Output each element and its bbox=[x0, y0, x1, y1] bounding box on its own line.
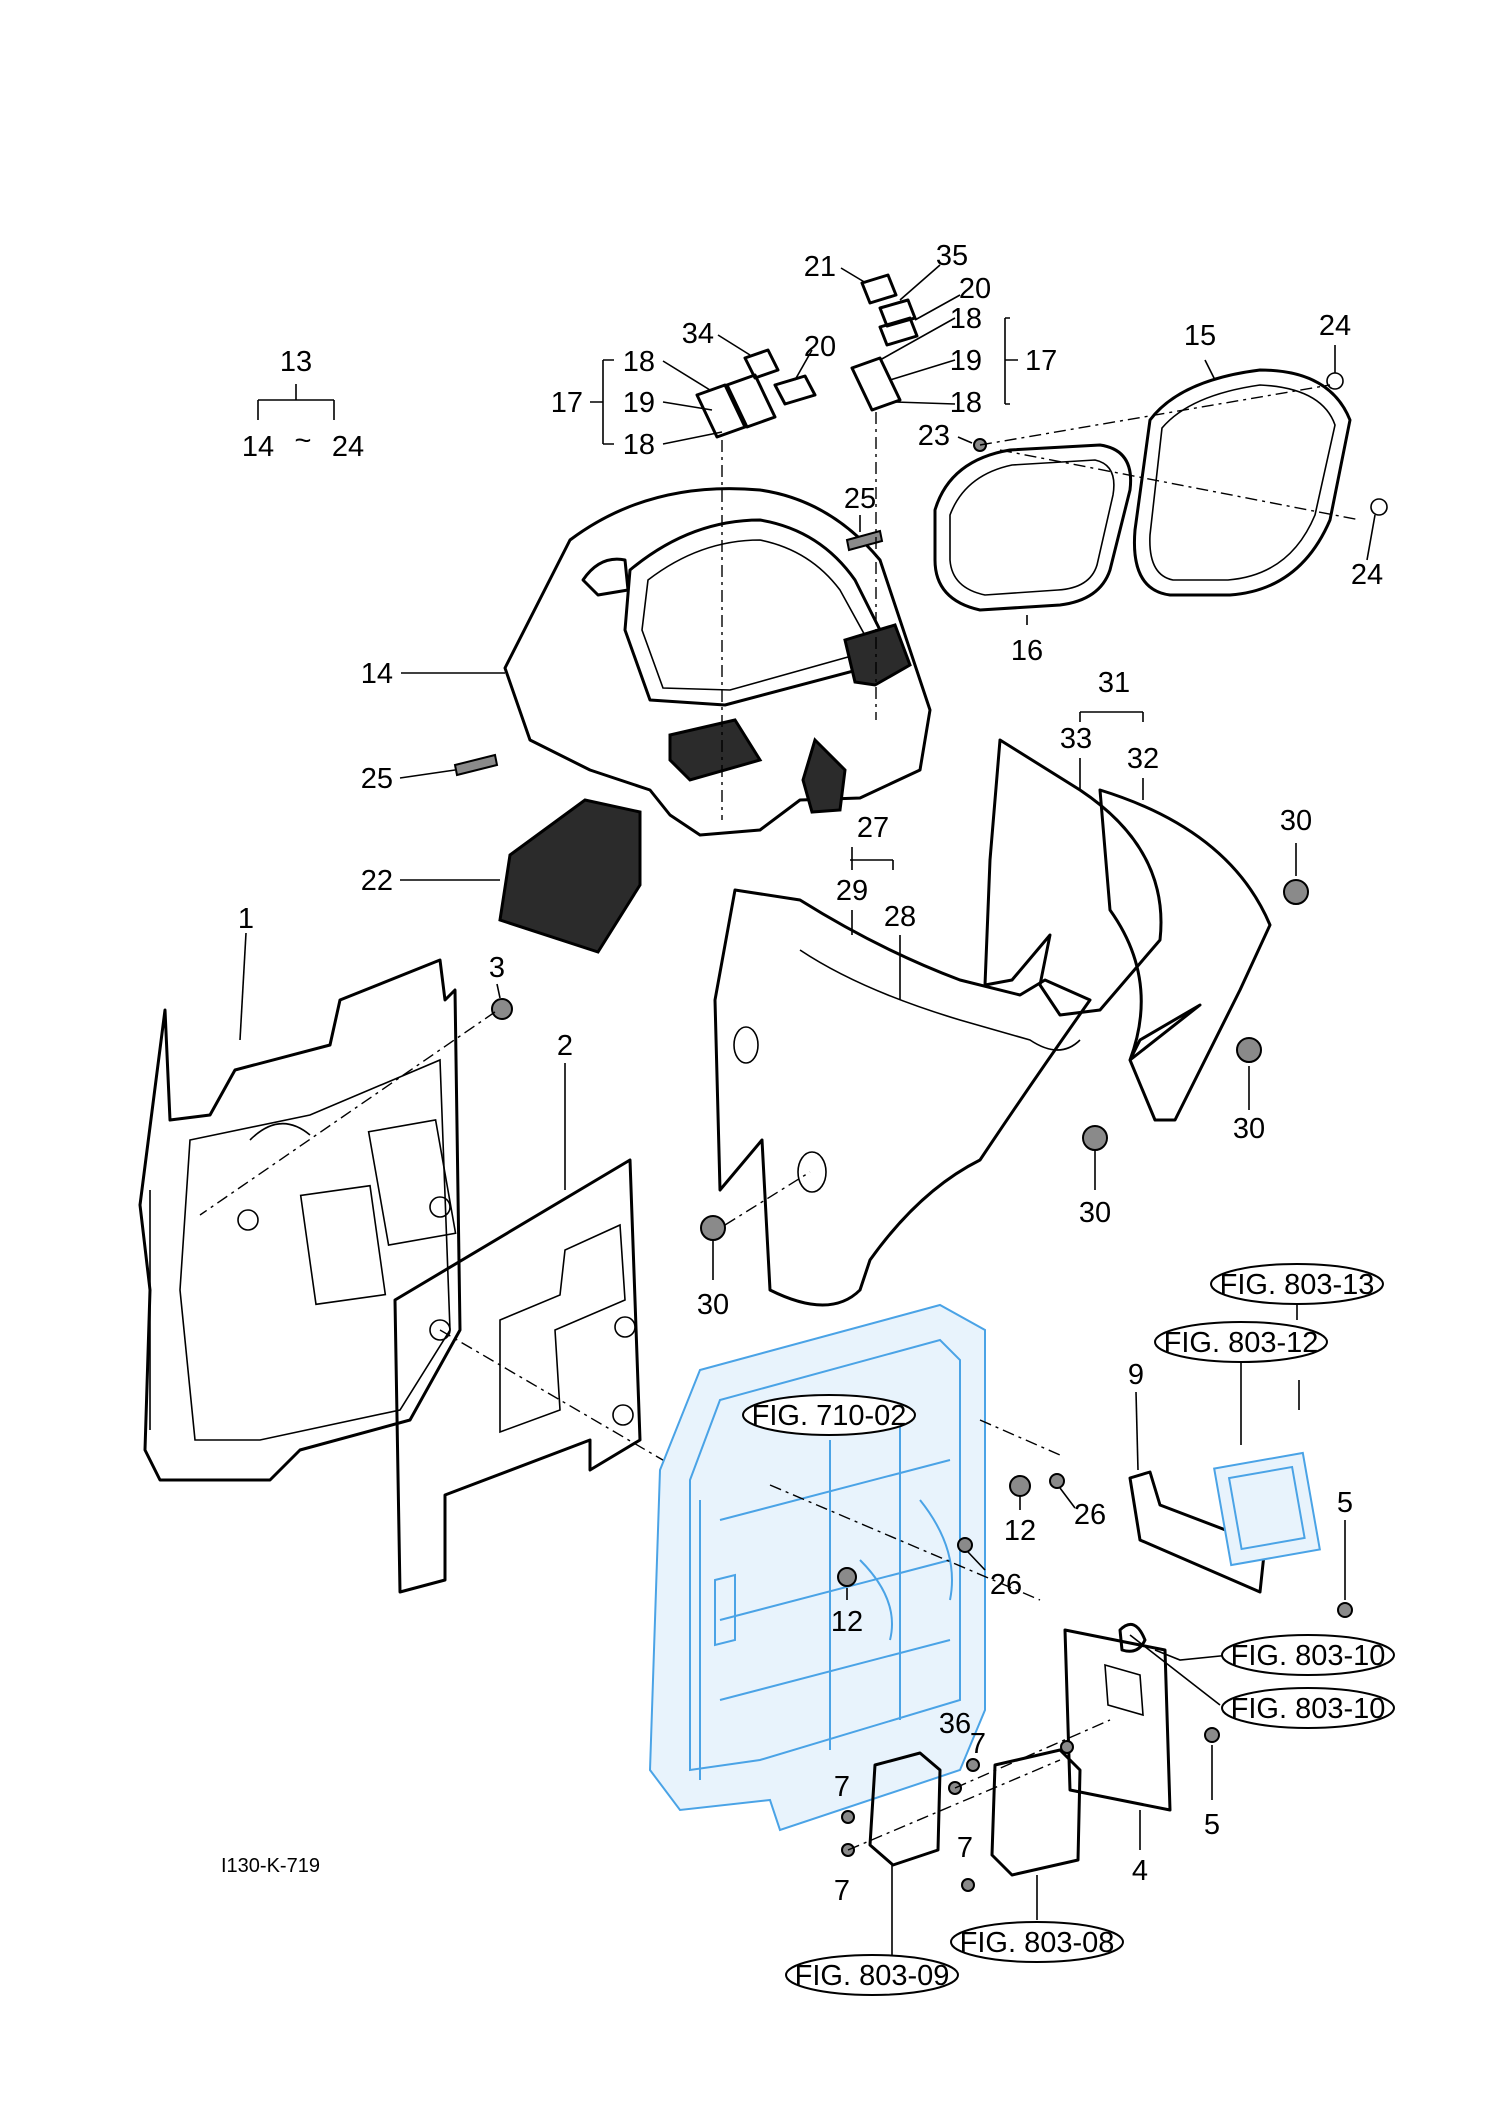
callout-20-left: 20 bbox=[804, 331, 836, 363]
callout-17-right: 17 bbox=[1025, 345, 1057, 377]
callout-7-c: 7 bbox=[970, 1728, 986, 1760]
callout-34: 34 bbox=[682, 318, 714, 350]
fig-ref-803-10-lower-label: FIG. 803-10 bbox=[1231, 1693, 1386, 1725]
callout-19-right: 19 bbox=[950, 345, 982, 377]
callout-14: 14 bbox=[361, 658, 393, 690]
callout-22: 22 bbox=[361, 865, 393, 897]
callout-15: 15 bbox=[1184, 320, 1216, 352]
callout-19-left: 19 bbox=[623, 387, 655, 419]
fig-ref-803-13-label: FIG. 803-13 bbox=[1220, 1269, 1375, 1301]
callout-36: 36 bbox=[939, 1708, 971, 1740]
callout-12-left: 12 bbox=[831, 1606, 863, 1638]
part-27-front-panel: 27 29 28 bbox=[713, 812, 1092, 1307]
fig-ref-803-13[interactable]: FIG. 803-13 bbox=[1210, 1263, 1384, 1305]
callout-7-a: 7 bbox=[834, 1771, 850, 1803]
callout-5-upper: 5 bbox=[1337, 1487, 1353, 1519]
fig-ref-803-10-upper[interactable]: FIG. 803-10 bbox=[1154, 1634, 1395, 1676]
drawing-code: I130-K-719 bbox=[221, 1855, 320, 1877]
part-22-duct: 22 bbox=[361, 798, 642, 954]
callout-9: 9 bbox=[1128, 1359, 1144, 1391]
callout-28: 28 bbox=[884, 901, 916, 933]
switch-cluster-left: 17 18 19 18 34 20 bbox=[551, 318, 836, 820]
fig-ref-803-10-lower[interactable]: FIG. 803-10 bbox=[1129, 1634, 1395, 1729]
fig-ref-803-09-label: FIG. 803-09 bbox=[795, 1960, 950, 1992]
callout-18-right-top: 18 bbox=[950, 303, 982, 335]
part-1-rear-housing: 1 bbox=[138, 903, 462, 1482]
callout-25-lower: 25 bbox=[361, 763, 393, 795]
callout-33: 33 bbox=[1060, 723, 1092, 755]
part-2-gasket: 2 bbox=[393, 1030, 681, 1594]
callout-4: 4 bbox=[1132, 1855, 1148, 1887]
callout-35: 35 bbox=[936, 240, 968, 272]
callout-18-right-bottom: 18 bbox=[950, 387, 982, 419]
callout-5-lower: 5 bbox=[1204, 1809, 1220, 1841]
part-7-screws: 7 7 7 7 36 bbox=[834, 1708, 1111, 1907]
callout-3: 3 bbox=[489, 952, 505, 984]
callout-26-right: 26 bbox=[1074, 1499, 1106, 1531]
part-31-side-panels: 31 33 32 bbox=[983, 667, 1272, 1122]
callout-7-b: 7 bbox=[834, 1875, 850, 1907]
callout-30-c: 30 bbox=[1079, 1197, 1111, 1229]
fig-ref-803-08-label: FIG. 803-08 bbox=[960, 1927, 1115, 1959]
legend-range-end: 24 bbox=[332, 431, 364, 463]
callout-30-d: 30 bbox=[697, 1289, 729, 1321]
callout-30-a: 30 bbox=[1280, 805, 1312, 837]
callout-7-d: 7 bbox=[957, 1832, 973, 1864]
fig-ref-803-09[interactable]: FIG. 803-09 bbox=[785, 1954, 959, 1996]
callout-21: 21 bbox=[804, 251, 836, 283]
callout-1: 1 bbox=[238, 903, 254, 935]
fig-ref-803-12-label: FIG. 803-12 bbox=[1164, 1327, 1319, 1359]
callout-31: 31 bbox=[1098, 667, 1130, 699]
controller-module bbox=[1213, 1304, 1321, 1567]
callout-24-top: 24 bbox=[1319, 310, 1351, 342]
part-16-meter-lens: 16 23 bbox=[918, 420, 1133, 667]
part-15-bezel: 15 24 24 bbox=[979, 310, 1388, 597]
callout-32: 32 bbox=[1127, 743, 1159, 775]
callout-17-left: 17 bbox=[551, 387, 583, 419]
frame-structure bbox=[648, 1303, 986, 1832]
part-25-screws: 25 25 bbox=[361, 483, 884, 795]
fig-ref-803-10-upper-label: FIG. 803-10 bbox=[1231, 1640, 1386, 1672]
part-4-plate: 4 bbox=[1063, 1622, 1172, 1887]
callout-24-bottom: 24 bbox=[1351, 559, 1383, 591]
part-12-26-fasteners: 12 12 26 26 bbox=[769, 1419, 1106, 1638]
fig-ref-803-12[interactable]: FIG. 803-12 bbox=[1154, 1321, 1328, 1363]
fig-ref-710-02[interactable]: FIG. 710-02 bbox=[742, 1394, 916, 1436]
part-30-knobs: 30 30 30 30 bbox=[697, 805, 1312, 1321]
legend-range-start: 14 bbox=[242, 431, 274, 463]
callout-16: 16 bbox=[1011, 635, 1043, 667]
legend-range-tilde: ~ bbox=[295, 425, 312, 457]
relay-boxes bbox=[868, 1748, 1082, 1955]
callout-2: 2 bbox=[557, 1030, 573, 1062]
fig-ref-710-02-label: FIG. 710-02 bbox=[752, 1400, 907, 1432]
legend-assembly-number: 13 bbox=[280, 346, 312, 378]
group-legend: 13 14 ~ 24 bbox=[242, 346, 364, 463]
callout-18-left-bottom: 18 bbox=[623, 429, 655, 461]
callout-25-upper: 25 bbox=[844, 483, 876, 515]
callout-23: 23 bbox=[918, 420, 950, 452]
fig-ref-803-08[interactable]: FIG. 803-08 bbox=[950, 1921, 1124, 1963]
callout-12-right: 12 bbox=[1004, 1515, 1036, 1547]
switch-cluster-right: 21 35 20 18 19 18 17 bbox=[804, 240, 1057, 720]
callout-30-b: 30 bbox=[1233, 1113, 1265, 1145]
callout-27: 27 bbox=[857, 812, 889, 844]
callout-20-right: 20 bbox=[959, 273, 991, 305]
callout-18-left-top: 18 bbox=[623, 346, 655, 378]
part-3-bolt: 3 bbox=[199, 952, 513, 1216]
callout-29: 29 bbox=[836, 875, 868, 907]
part-14-upper-cover: 14 bbox=[361, 487, 932, 837]
